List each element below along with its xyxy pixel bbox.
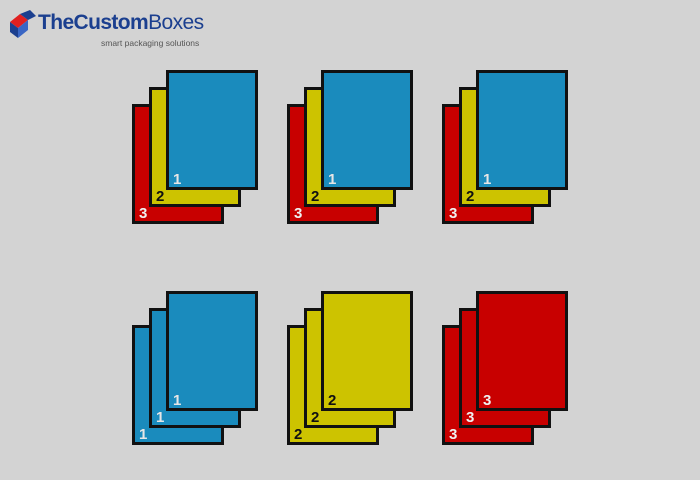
sheet-number-label: 1 [328,171,337,188]
sheet-number-label: 3 [483,392,492,409]
sheet-blue: 1 [166,70,258,190]
sheet-number-label: 1 [483,171,492,188]
sheet-number-label: 3 [139,205,148,222]
sheet-blue: 1 [476,70,568,190]
logo-title: TheCustomBoxes [38,11,204,34]
logo[interactable]: TheCustomBoxes smart packaging solutions [6,8,206,48]
sheet-number-label: 2 [156,188,165,205]
sheet-number-label: 1 [139,426,148,443]
sheet-yellow: 2 [321,291,413,411]
sheet-number-label: 2 [466,188,475,205]
sheet-number-label: 2 [311,188,320,205]
sheet-number-label: 3 [294,205,303,222]
sheet-blue: 1 [321,70,413,190]
sheet-red: 3 [476,291,568,411]
logo-tagline: smart packaging solutions [101,38,200,48]
sheet-blue: 1 [166,291,258,411]
sheet-number-label: 3 [466,409,475,426]
sheet-number-label: 3 [449,205,458,222]
sheet-number-label: 1 [156,409,165,426]
sheet-number-label: 1 [173,171,182,188]
sheet-number-label: 1 [173,392,182,409]
sheet-number-label: 2 [294,426,303,443]
box-logo-icon [10,10,36,38]
sheet-number-label: 2 [311,409,320,426]
sheet-number-label: 3 [449,426,458,443]
sheet-number-label: 2 [328,392,337,409]
